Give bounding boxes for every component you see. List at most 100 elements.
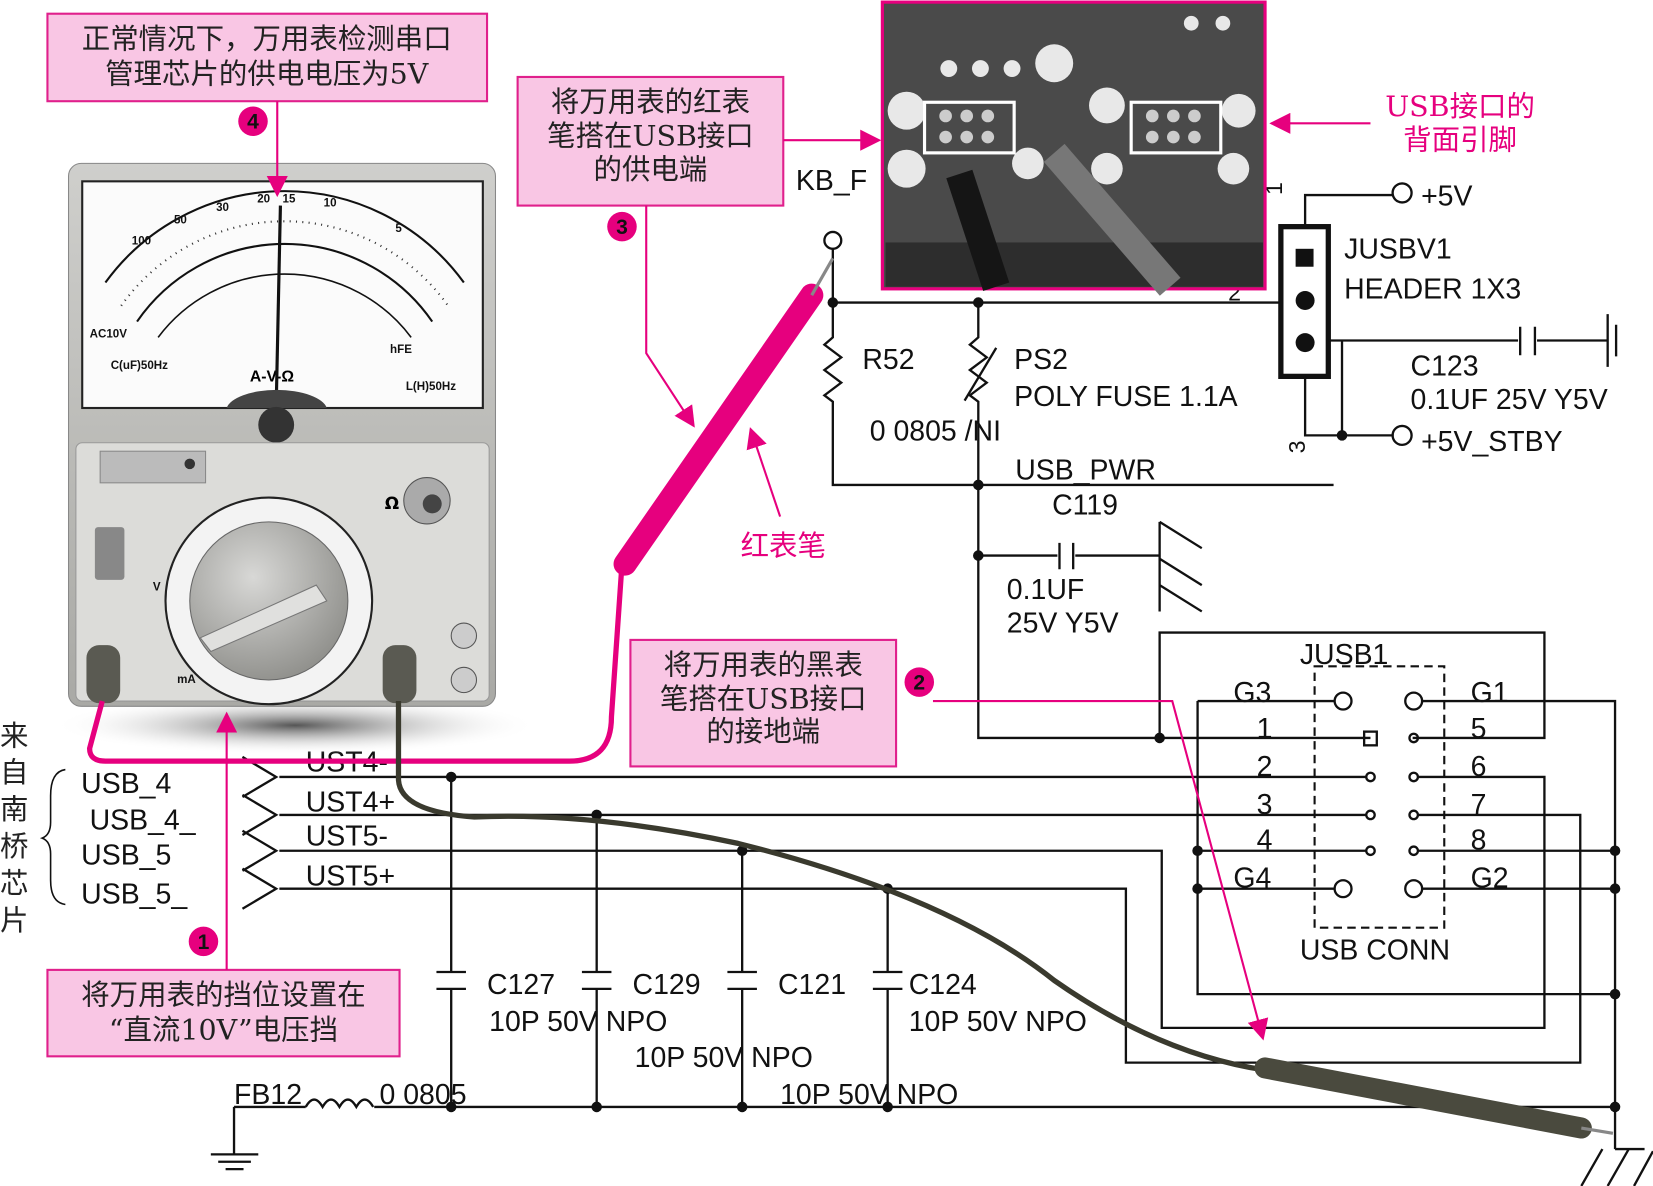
callouts-step1-lines-0: 将万用表的挡位设置在 [81, 979, 366, 1012]
multimeter-ind-label: L(H)50Hz [406, 381, 456, 393]
callouts-step3-number: 3 [616, 216, 628, 239]
fb12-inductor [304, 1098, 375, 1110]
multimeter-top-scale-4: 5 [395, 223, 402, 235]
c119-value-1: 0.1UF [1007, 574, 1084, 606]
c129-label: C129 [633, 969, 701, 1001]
c119-label: C119 [1052, 489, 1118, 521]
multimeter-scale-label: A-V-Ω [250, 369, 295, 386]
pin-g1: G1 [1471, 677, 1509, 709]
fb12-label: FB12 [234, 1079, 302, 1111]
pin-1: 1 [1257, 713, 1273, 745]
usb-back-pins-photo [880, 0, 1267, 296]
callout-step4: 正常情况下，万用表检测串口 管理芯片的供电电压为5V 4 [46, 12, 489, 198]
multimeter-top-scale-5: 50 [174, 214, 187, 226]
c127-value: 10P 50V NPO [489, 1006, 667, 1038]
c129-value: 10P 50V NPO [635, 1042, 813, 1074]
c119-value-2: 25V Y5V [1007, 608, 1119, 640]
callouts-step2-number: 2 [913, 671, 925, 694]
p5v-stby-label: +5V_STBY [1421, 426, 1563, 458]
c127-label: C127 [487, 969, 555, 1001]
red-probe[interactable] [613, 283, 824, 576]
pin-2: 2 [1257, 751, 1273, 783]
c121-value: 10P 50V NPO [780, 1079, 958, 1111]
header-pin-3: 3 [1284, 440, 1310, 453]
callouts-step2-lines-0: 将万用表的黑表 [664, 649, 863, 682]
multimeter-top-scale-0: 30 [216, 202, 229, 214]
com-socket-plug [86, 645, 121, 704]
pin-4: 4 [1257, 825, 1273, 857]
pin-3: 3 [1257, 789, 1273, 821]
callouts-step1-number: 1 [198, 931, 210, 954]
brace [39, 768, 66, 906]
multimeter-top-scale-6: 100 [132, 236, 151, 248]
r52-label: R52 [862, 344, 914, 376]
pin-6: 6 [1471, 751, 1487, 783]
c123-value: 0.1UF 25V Y5V [1411, 384, 1608, 416]
usb-conn-label: USB CONN [1300, 934, 1450, 966]
pin-g3: G3 [1233, 677, 1271, 709]
net-ust5-plus: UST5+ [306, 861, 395, 893]
multimeter-top-scale-2: 15 [283, 193, 296, 205]
callouts-step2-lines-1: 笔搭在USB接口 [660, 682, 867, 715]
c123-label: C123 [1411, 350, 1479, 382]
photo-label-1: USB接口的 [1385, 90, 1535, 123]
ground-symbol-right [1580, 1147, 1653, 1186]
kb-net-label: KB_F [796, 165, 867, 197]
net-ust5-minus: UST5- [306, 820, 388, 852]
c124-label: C124 [909, 969, 977, 1001]
source-label: 来 自 南 桥 芯 片 [0, 719, 28, 936]
zero-adjust-screw [258, 406, 295, 443]
range-selector-handle [199, 584, 328, 653]
black-probe[interactable] [1254, 1057, 1592, 1139]
r52-value: 0 0805 /NI [870, 416, 1001, 448]
multimeter-cap-label: C(uF)50Hz [111, 360, 168, 372]
meter-dial-face [81, 180, 484, 410]
jusb1-right-pin-labels: G1 5 6 7 8 G2 [1471, 677, 1509, 895]
jusbv1-label: JUSBV1 [1344, 233, 1452, 265]
signal-usb5: USB_5 [81, 839, 171, 871]
header-label: HEADER 1X3 [1344, 273, 1521, 305]
pin-5: 5 [1471, 713, 1487, 745]
signal-usb4: USB_4 [81, 768, 171, 800]
signal-usb5n: USB_5_ [81, 878, 188, 910]
filter-caps: C127 C129 C121 C124 10P 50V NPO 10P 50V … [436, 771, 1087, 1113]
callouts-step3-lines-0: 将万用表的红表 [551, 86, 750, 119]
net-ust4-plus: UST4+ [306, 787, 395, 819]
jusb1-outline [1313, 665, 1446, 929]
signal-usb4n: USB_4_ [90, 805, 197, 837]
callouts-step4-lines-0: 正常情况下，万用表检测串口 [82, 23, 452, 56]
callouts-step3-lines-1: 笔搭在USB接口 [547, 119, 754, 152]
step-3-badge [607, 211, 637, 242]
callouts-step1-lines-1: “直流10V”电压挡 [109, 1013, 338, 1046]
multimeter-ohm-symbol: Ω [385, 493, 399, 513]
red-probe-wire [86, 563, 625, 764]
off-page-connectors [241, 755, 279, 910]
red-probe-tip [810, 257, 835, 296]
multimeter-top-scale-1: 20 [257, 193, 270, 205]
ground-symbol-left [210, 1106, 259, 1171]
ps2-label: PS2 [1014, 344, 1068, 376]
kb-terminal [823, 230, 843, 250]
red-probe-label: 红表笔 [741, 530, 826, 563]
callout-step1: 将万用表的挡位设置在 “直流10V”电压挡 1 [46, 711, 401, 1058]
source-label-0: 来 [0, 719, 28, 752]
callouts-step4-number: 4 [247, 111, 259, 134]
source-label-4: 芯 [0, 867, 28, 900]
multimeter-top-scale-3: 10 [324, 198, 337, 210]
callouts-step4-lines-1: 管理芯片的供电电压为5V [105, 57, 429, 90]
multimeter-hfe-label: hFE [390, 344, 412, 356]
source-label-2: 南 [0, 793, 28, 826]
callout-step3: 将万用表的红表 笔搭在USB接口 的供电端 3 [516, 75, 882, 428]
black-probe-wire [395, 701, 1266, 1073]
pin-8: 8 [1471, 825, 1487, 857]
p5v-label: +5V [1421, 181, 1472, 213]
ps2-value: POLY FUSE 1.1A [1014, 381, 1238, 413]
photo-label-2: 背面引脚 [1403, 124, 1517, 157]
source-label-3: 桥 [0, 830, 28, 863]
callouts-step3-lines-2: 的供电端 [594, 153, 708, 186]
multimeter-ac-label: AC10V [90, 328, 128, 340]
callout-step2: 将万用表的黑表 笔搭在USB接口 的接地端 2 [629, 638, 1269, 1041]
jusb1-left-pin-labels: G3 1 2 3 4 G4 [1233, 677, 1272, 895]
usb-pwr-net: USB_PWR [1015, 455, 1156, 487]
vohm-socket-plug [382, 645, 417, 704]
